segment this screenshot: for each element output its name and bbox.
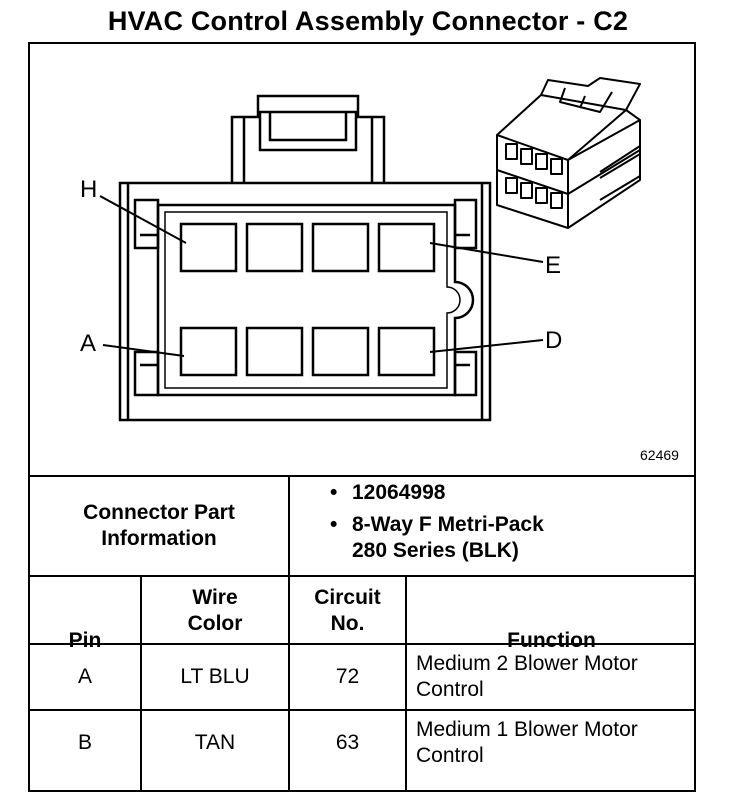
header-wire-line1: Wire <box>192 586 238 609</box>
terminal-cavity-h <box>179 222 238 273</box>
connector-face-diagram: H A E D <box>80 77 641 422</box>
connector-description: 8-Way F Metri-Pack <box>330 512 544 538</box>
divider <box>28 575 696 577</box>
connector-cavity <box>156 203 475 397</box>
row-b-function-line1: Medium 1 Blower Motor <box>416 718 638 741</box>
leader-line-a <box>102 344 185 357</box>
header-wire-color: Wire Color <box>142 580 288 642</box>
figure-number: 62469 <box>640 447 679 463</box>
connector-series: 280 Series (BLK) <box>352 539 519 562</box>
row-a-function: Medium 2 Blower Motor Control <box>416 645 694 709</box>
row-b-function-line2: Control <box>416 744 484 767</box>
latch-window <box>258 110 358 152</box>
connector-latch <box>230 94 386 183</box>
row-b-circuit: 63 <box>335 731 360 754</box>
info-label-line1: Connector Part <box>83 501 235 524</box>
divider <box>288 475 290 575</box>
terminal-cavity-a <box>179 326 238 377</box>
header-circuit-no: Circuit No. <box>290 580 405 642</box>
row-a-function-line1: Medium 2 Blower Motor <box>416 652 638 675</box>
row-a-wire-color: LT BLU <box>180 665 250 688</box>
pin-label-d: D <box>545 327 562 354</box>
diagram-frame <box>28 42 696 792</box>
row-a-circuit: 72 <box>335 665 360 688</box>
row-b-pin: B <box>77 731 92 754</box>
row-b-wire-color: TAN <box>194 731 236 754</box>
header-function: Function <box>507 629 596 652</box>
header-circuit-line2: No. <box>330 612 365 635</box>
diagram-title: HVAC Control Assembly Connector - C2 <box>107 6 629 36</box>
divider <box>405 575 407 792</box>
corner-key <box>133 198 160 250</box>
divider <box>28 475 696 477</box>
info-label-line2: Information <box>101 527 217 550</box>
terminal-cavity <box>311 326 370 377</box>
info-label: Connector Part Information <box>30 477 288 575</box>
row-b-function: Medium 1 Blower Motor Control <box>416 711 694 775</box>
terminal-cavity <box>245 222 304 273</box>
pin-label-e: E <box>545 252 561 279</box>
part-number: 12064998 <box>330 480 544 506</box>
row-a-function-line2: Control <box>416 678 484 701</box>
terminal-cavity-d <box>377 326 436 377</box>
leader-line-d <box>429 339 544 353</box>
terminal-cavity-e <box>377 222 436 273</box>
header-circuit-line1: Circuit <box>314 586 381 609</box>
corner-key <box>133 350 160 397</box>
info-details: 12064998 8-Way F Metri-Pack 280 Series (… <box>330 480 690 572</box>
header-pin: Pin <box>68 629 102 652</box>
connector-isometric-view <box>496 77 641 229</box>
terminal-cavity <box>245 326 304 377</box>
divider <box>140 575 142 792</box>
corner-key <box>453 198 478 250</box>
connector-housing <box>118 181 492 422</box>
header-wire-line2: Color <box>187 612 243 635</box>
leader-line-e <box>429 242 544 263</box>
terminal-cavity <box>311 222 370 273</box>
pin-label-a: A <box>80 330 96 357</box>
pin-label-h: H <box>80 176 97 203</box>
divider <box>28 643 696 645</box>
row-a-pin: A <box>77 665 92 688</box>
corner-key <box>453 350 478 397</box>
leader-line-h <box>99 195 187 244</box>
divider <box>28 709 696 711</box>
divider <box>288 575 290 792</box>
